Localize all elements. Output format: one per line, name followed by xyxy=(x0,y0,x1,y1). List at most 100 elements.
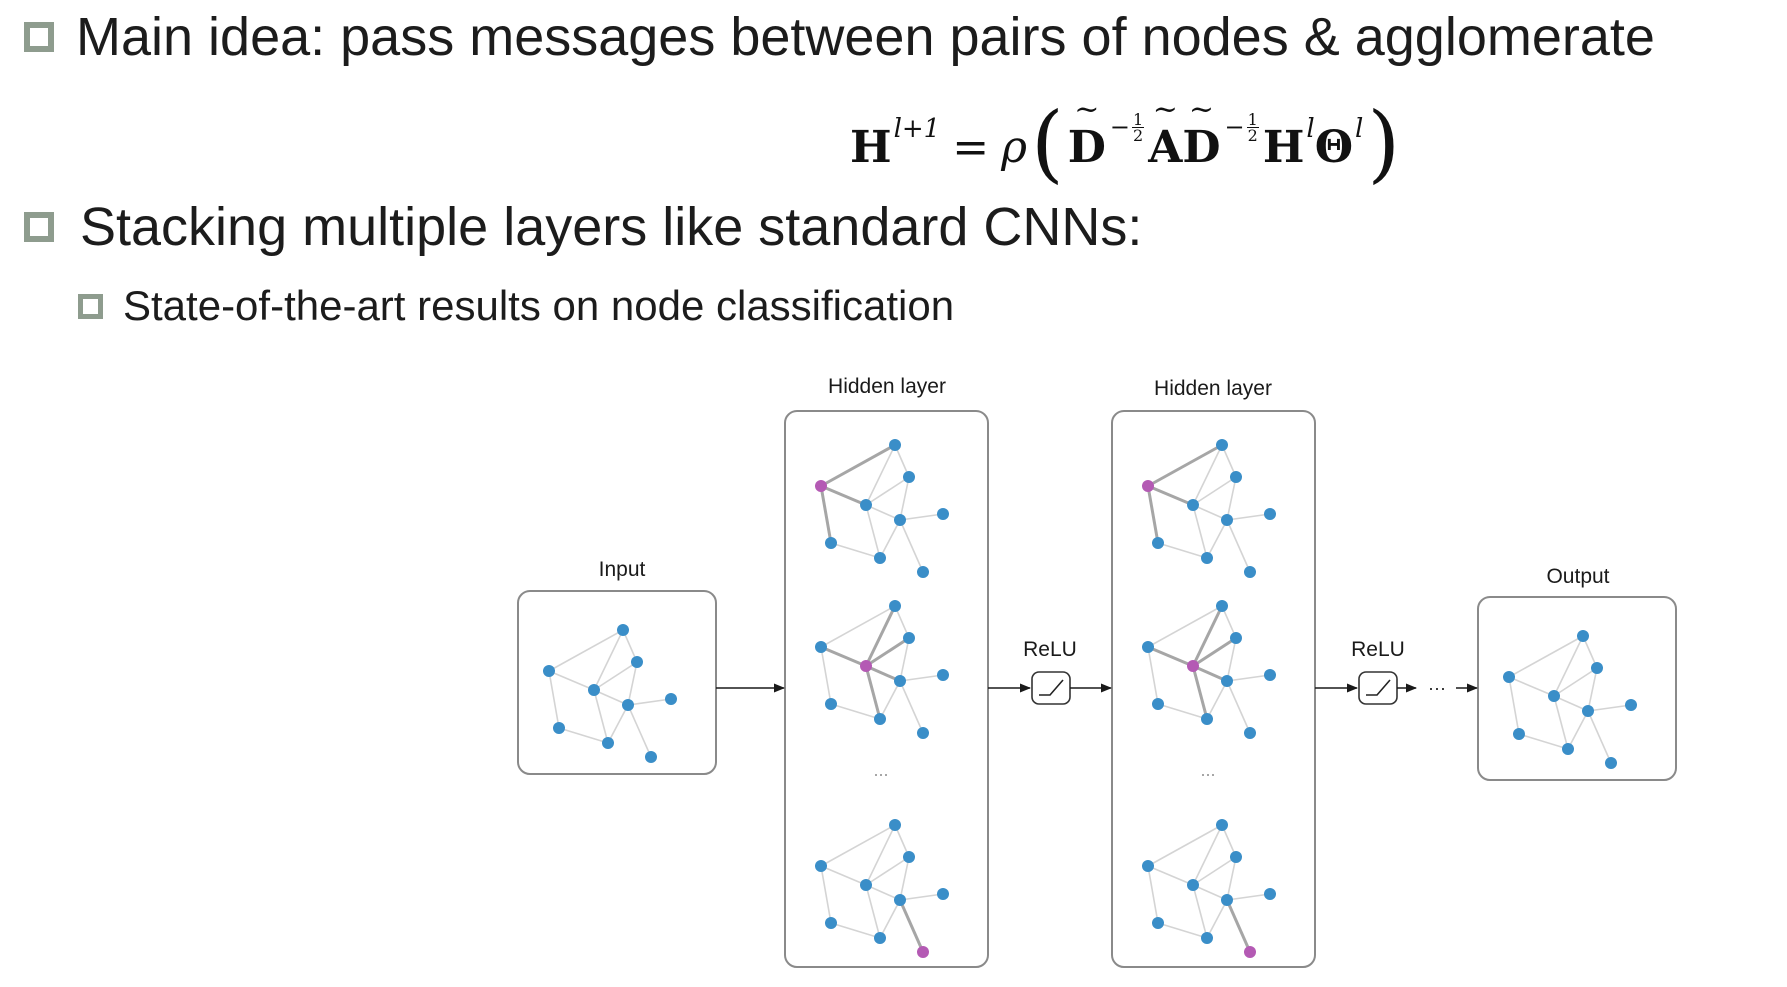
formula-fraction-numerator-2: 1 xyxy=(1246,109,1259,129)
graph-node xyxy=(815,860,827,872)
graph-node xyxy=(1264,669,1276,681)
message-edge xyxy=(820,484,867,507)
graph-node xyxy=(860,879,872,891)
graph-node xyxy=(889,819,901,831)
output-label: Output xyxy=(1546,565,1609,588)
message-edge xyxy=(1192,664,1228,683)
graph-node xyxy=(1187,879,1199,891)
formula-exponent-minus-2: − xyxy=(1224,113,1245,141)
focus-node xyxy=(860,660,872,672)
formula-weight-superscript: l xyxy=(1355,114,1364,144)
message-edge xyxy=(819,485,833,544)
graph-edge xyxy=(1567,710,1589,750)
graph-edge xyxy=(1226,680,1251,734)
graph-edge xyxy=(879,899,901,939)
output-panel xyxy=(1477,596,1677,781)
graph-node xyxy=(1264,508,1276,520)
graph-node xyxy=(1152,698,1164,710)
message-edge xyxy=(898,899,925,953)
graph-edge xyxy=(1192,884,1208,939)
graph-edge xyxy=(820,646,832,705)
focus-node xyxy=(815,480,827,492)
arrow-ellipsis: ··· xyxy=(1428,678,1446,698)
graph-node xyxy=(1221,514,1233,526)
message-edge xyxy=(1191,605,1224,667)
graph-edge xyxy=(548,670,560,729)
graph-edge xyxy=(627,704,652,758)
graph-edge xyxy=(1192,504,1208,559)
graph-edge xyxy=(1157,703,1208,720)
formula-exponent-minus: − xyxy=(1109,113,1131,141)
relu-icon-1 xyxy=(1039,679,1064,696)
input-graph xyxy=(543,624,677,763)
bullet-stacking-text: Stacking multiple layers like standard C… xyxy=(80,197,1143,257)
focus-node xyxy=(917,946,929,958)
graph-node xyxy=(1244,727,1256,739)
graph-node xyxy=(937,508,949,520)
formula-fraction-denominator: 2 xyxy=(1133,125,1144,145)
graph-node xyxy=(1152,917,1164,929)
graph-node xyxy=(617,624,629,636)
graph-node xyxy=(903,632,915,644)
message-edge xyxy=(820,443,896,488)
formula-weight-matrix: Θ xyxy=(1314,121,1354,173)
formula-activation: ρ xyxy=(1001,121,1027,173)
graph-edge xyxy=(1553,667,1598,697)
graph-edge xyxy=(899,674,944,682)
graph-edge xyxy=(899,513,944,521)
graph-edge xyxy=(1147,605,1223,648)
graph-edge xyxy=(1226,476,1237,521)
graph-edge xyxy=(1192,444,1223,506)
graph-edge xyxy=(1192,824,1223,886)
graph-edge xyxy=(820,865,867,886)
graph-edge xyxy=(865,504,881,559)
graph-edge xyxy=(593,661,638,691)
graph-node xyxy=(1142,641,1154,653)
hidden-1-graph-b xyxy=(815,600,949,739)
graph-edge xyxy=(1226,674,1271,682)
graph-node xyxy=(1152,537,1164,549)
graph-node xyxy=(1221,894,1233,906)
graph-node xyxy=(631,656,643,668)
graph-node xyxy=(1216,600,1228,612)
graph-edge xyxy=(899,519,924,573)
formula-adjacency-matrix: A xyxy=(1148,122,1182,173)
message-edge xyxy=(1147,443,1223,488)
focus-node xyxy=(1187,660,1199,672)
graph-node xyxy=(543,665,555,677)
graph-edge xyxy=(1147,865,1159,924)
graph-edge xyxy=(865,884,901,901)
message-edge xyxy=(864,665,882,720)
graph-edge xyxy=(593,689,609,744)
graph-node xyxy=(1605,757,1617,769)
input-panel xyxy=(517,590,717,775)
formula-half-fraction: 1 2 xyxy=(1132,111,1145,145)
formula-fraction-denominator-2: 2 xyxy=(1247,125,1258,145)
graph-node xyxy=(1548,690,1560,702)
graph-node xyxy=(825,917,837,929)
graph-edge xyxy=(1192,856,1237,886)
graph-node xyxy=(553,722,565,734)
graph-node xyxy=(825,537,837,549)
graph-edge xyxy=(830,922,881,939)
graph-edge xyxy=(627,661,638,706)
hidden-1-graph-a xyxy=(815,439,949,578)
bullet-square-icon xyxy=(78,293,103,319)
graph-node xyxy=(937,669,949,681)
graph-edge xyxy=(830,703,881,720)
graph-node xyxy=(1201,713,1213,725)
graph-edge xyxy=(1206,680,1228,720)
graph-edge xyxy=(865,444,896,506)
hidden-layer-ellipsis-1: ... xyxy=(873,760,888,780)
graph-node xyxy=(665,693,677,705)
hidden-2-graph-c xyxy=(1142,819,1276,958)
graph-node xyxy=(889,600,901,612)
graph-node xyxy=(903,471,915,483)
graph-node xyxy=(1582,705,1594,717)
formula-degree-matrix-2: D xyxy=(1182,122,1220,173)
graph-edge xyxy=(1192,476,1237,506)
graph-node xyxy=(1591,662,1603,674)
graph-edge xyxy=(558,727,609,744)
graph-edge xyxy=(1192,504,1228,521)
